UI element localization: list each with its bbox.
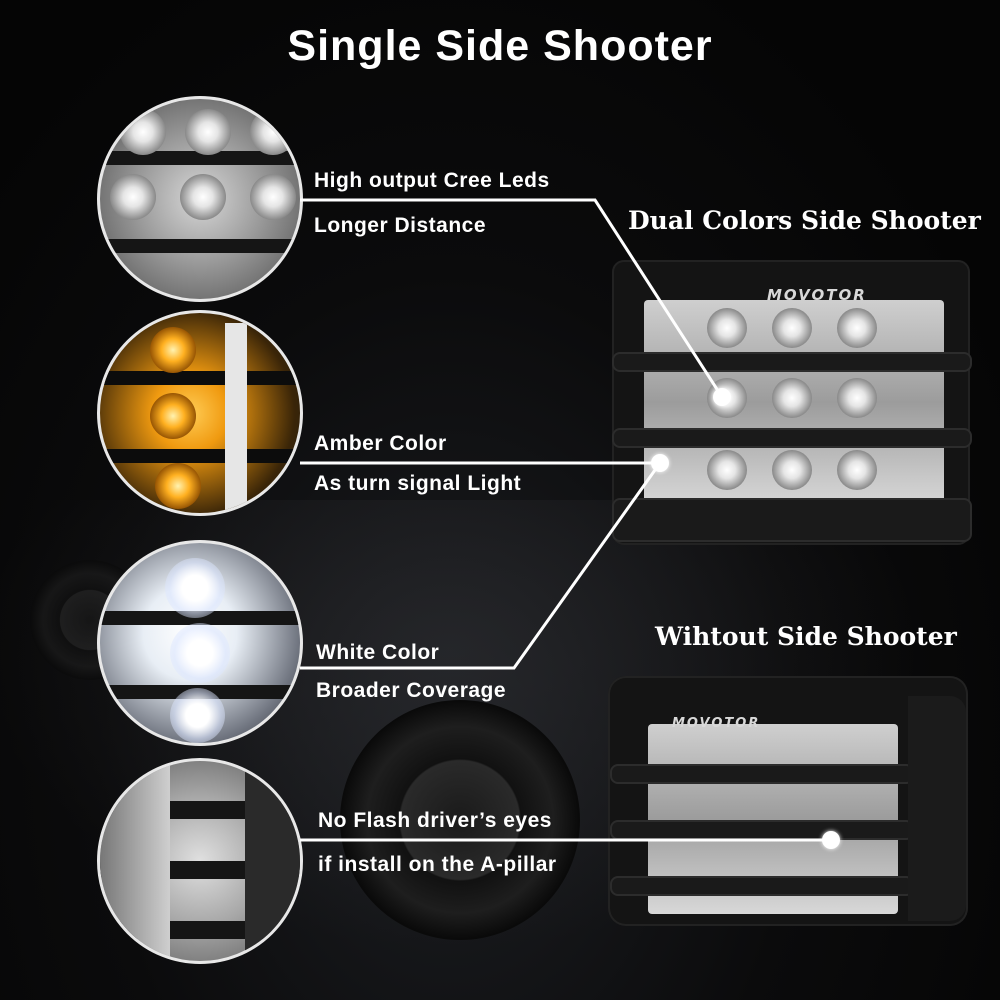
feature-1-line2: Longer Distance (314, 214, 487, 237)
housing-side (245, 761, 300, 961)
led-lens (772, 308, 812, 348)
led-lens (707, 450, 747, 490)
led-lens (772, 378, 812, 418)
led-lens (185, 109, 231, 155)
amber-led (150, 327, 196, 373)
brand-logo: MOVOTOR (672, 716, 761, 731)
dual-colors-title: Dual Colors Side Shooter (628, 206, 981, 235)
led-lens (120, 109, 166, 155)
guard-bar (100, 371, 300, 385)
led-lens (772, 450, 812, 490)
led-lens (707, 308, 747, 348)
led-lens (250, 109, 296, 155)
feature-4-line2: if install on the A-pillar (318, 853, 557, 876)
white-led (165, 558, 225, 618)
led-lens (837, 450, 877, 490)
callout-line-white (300, 462, 662, 670)
callout-line-cree (300, 198, 724, 398)
feature-3-line2: Broader Coverage (316, 679, 507, 702)
lamp-side-fins (908, 696, 966, 921)
amber-led (155, 463, 201, 509)
feature-4-line1: No Flash driver’s eyes (318, 809, 552, 832)
lens-strip (100, 761, 170, 961)
guard-bar (100, 239, 300, 253)
guard-bar (100, 611, 300, 625)
feature-2-line2: As turn signal Light (314, 472, 522, 495)
white-led (170, 688, 225, 743)
standard-lamp: MOVOTOR (608, 676, 968, 926)
white-strip (225, 323, 247, 513)
truck-wheel (340, 700, 580, 940)
led-lens (180, 174, 226, 220)
lamp-guard-bar (612, 498, 972, 542)
dual-color-lamp: MOVOTOR (612, 260, 972, 545)
feature-3-line1: White Color (316, 641, 440, 664)
guard-closeup (97, 758, 303, 964)
feature-1-line1: High output Cree Leds (314, 169, 550, 192)
callout-dot (822, 831, 840, 849)
cree-leds-closeup (97, 96, 303, 302)
guard-bar (100, 151, 300, 165)
page-title: Single Side Shooter (287, 22, 713, 70)
led-lens (110, 174, 156, 220)
brand-logo: MOVOTOR (767, 286, 867, 304)
led-lens (837, 378, 877, 418)
callout-dot (651, 454, 669, 472)
guard-bar (100, 449, 300, 463)
white-light-closeup (97, 540, 303, 746)
amber-light-closeup (97, 310, 303, 516)
lamp-guard-bar (612, 428, 972, 448)
feature-2-line1: Amber Color (314, 432, 447, 455)
led-lens (837, 308, 877, 348)
callout-dot (713, 388, 731, 406)
amber-led (150, 393, 196, 439)
without-side-shooter-title: Wihtout Side Shooter (655, 622, 957, 651)
white-led (170, 623, 230, 683)
led-lens (250, 174, 296, 220)
